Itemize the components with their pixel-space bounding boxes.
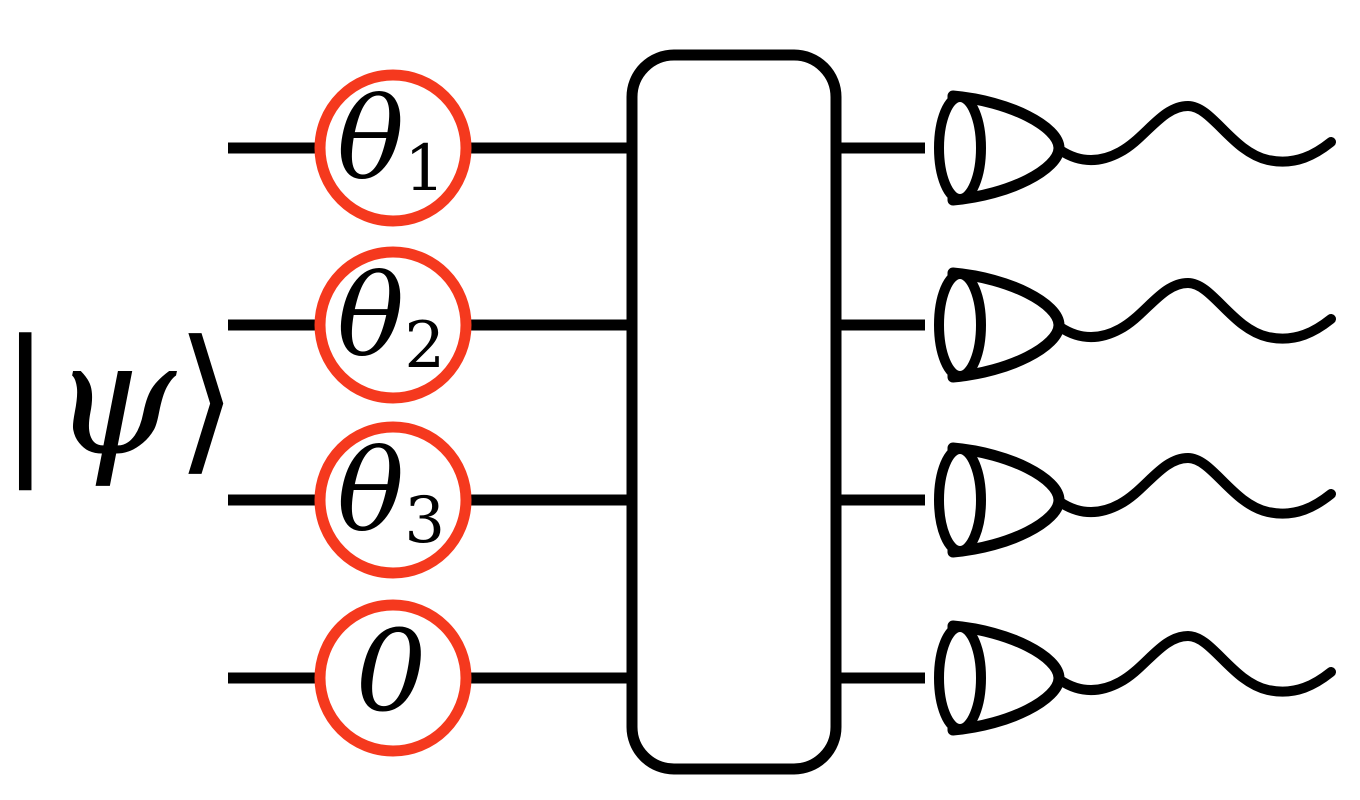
gate-subscript: 3 — [404, 484, 445, 558]
measurement-wave-line — [1055, 452, 1336, 519]
unitary-box — [626, 49, 842, 775]
wire-row-3: θ3 — [228, 421, 1336, 579]
wire-row-2: θ2 — [228, 246, 1336, 404]
measurement-wave-line — [1055, 630, 1336, 697]
measurement-wave-line — [1055, 277, 1336, 344]
detector-face — [934, 269, 986, 381]
wire-row-1: θ1 — [228, 69, 1336, 227]
ket-left-bar: | — [0, 307, 52, 491]
detector-face — [934, 622, 986, 734]
detector-face — [934, 444, 986, 556]
gate-circle-3 — [314, 421, 472, 579]
input-state-label: |ψ⟩ — [0, 307, 237, 491]
gate-subscript: 1 — [404, 132, 445, 206]
ket-right-angle: ⟩ — [176, 307, 238, 491]
wire-row-4: 0 — [228, 599, 1336, 757]
gate-symbol: 0 — [355, 607, 426, 737]
gate-circle-2 — [314, 246, 472, 404]
gate-circle-1 — [314, 69, 472, 227]
gate-symbol: θ — [337, 75, 404, 205]
measurement-wave-line — [1055, 100, 1336, 167]
gate-label-3: θ3 — [337, 427, 445, 558]
gate-label-1: θ1 — [337, 75, 445, 206]
gate-symbol: θ — [337, 252, 404, 382]
detector-face — [934, 92, 986, 204]
detector-icon — [934, 267, 1336, 383]
gate-subscript: 2 — [404, 309, 445, 383]
gate-circle-4 — [314, 599, 472, 757]
gate-label-2: θ2 — [337, 252, 445, 383]
psi-symbol: ψ — [52, 307, 178, 491]
detector-icon — [934, 442, 1336, 558]
detector-icon — [934, 620, 1336, 736]
detector-icon — [934, 90, 1336, 206]
gate-label-4: 0 — [355, 607, 426, 737]
gate-symbol: θ — [337, 427, 404, 557]
